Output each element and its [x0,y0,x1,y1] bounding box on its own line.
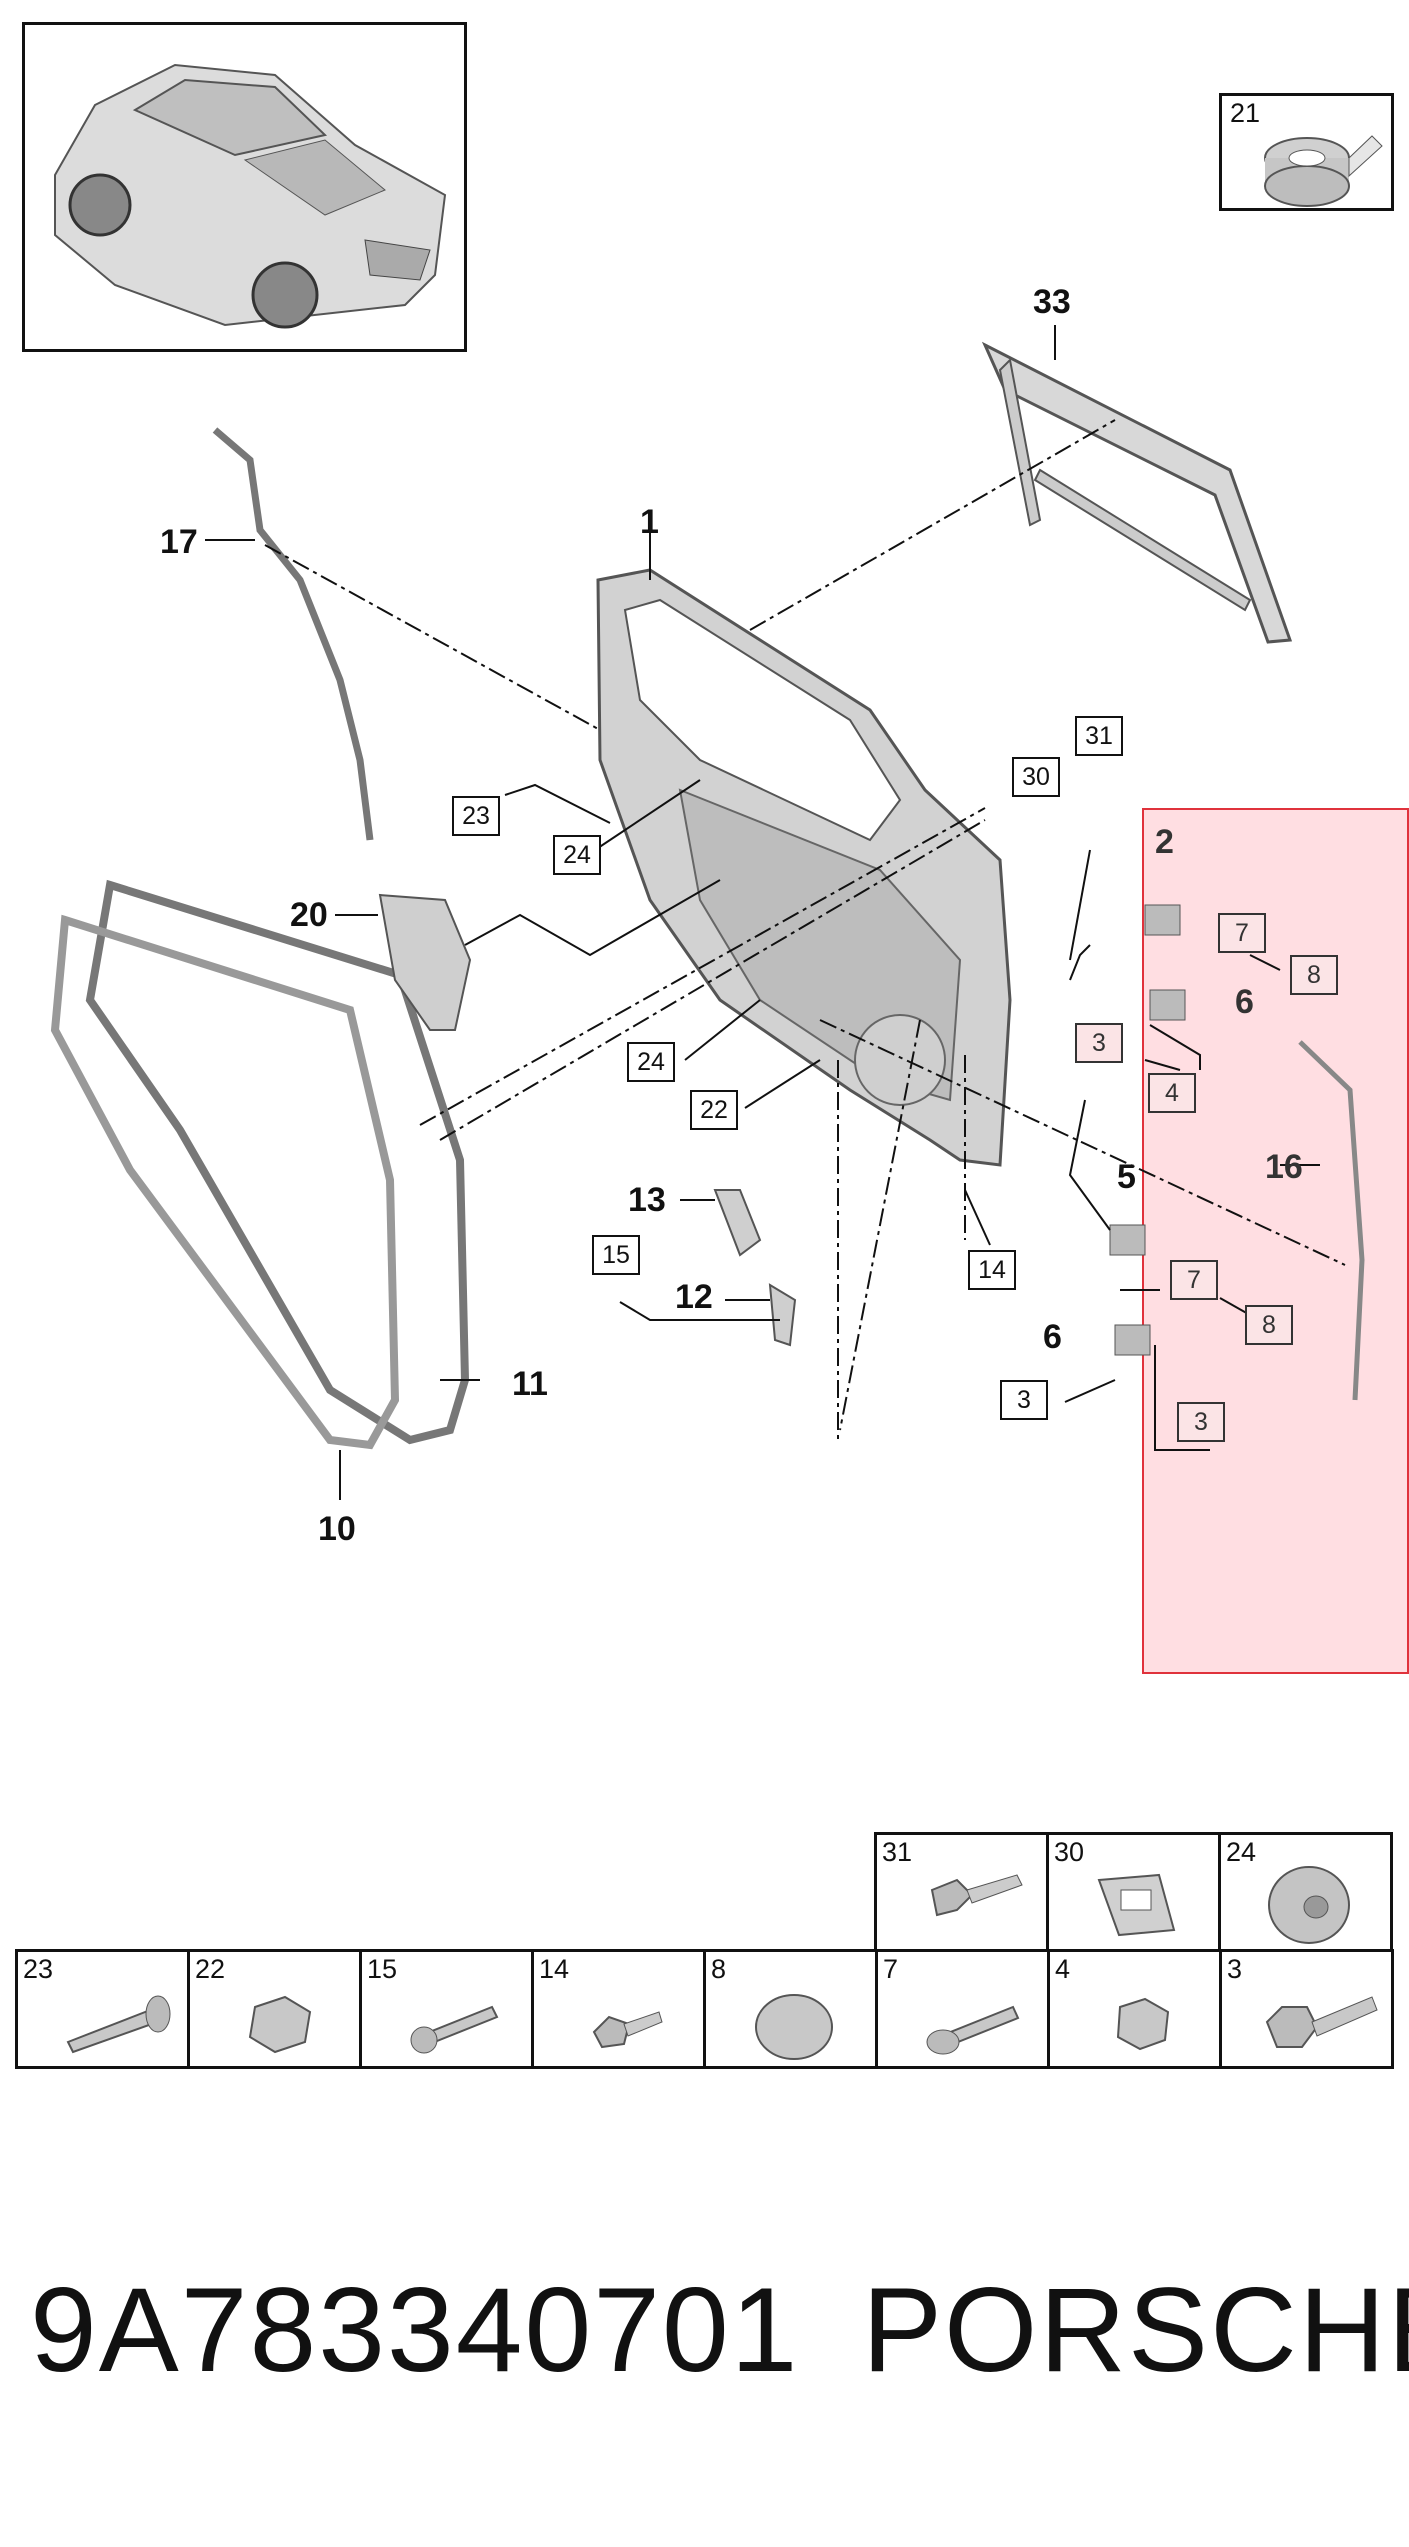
cell-label: 14 [539,1954,570,1984]
nut-icon [1116,1997,1170,2051]
boxed-14: 14 [968,1250,1016,1290]
boxed-3b: 3 [1000,1380,1048,1420]
callout-1: 1 [640,503,659,541]
parts-cell: 14 [531,1949,706,2069]
parts-cell: 8 [703,1949,878,2069]
boxed-30: 30 [1012,757,1060,797]
cell-label: 8 [711,1954,727,1984]
callout-12: 12 [675,1278,713,1316]
bolt-icon [410,2005,499,2054]
cell-label: 22 [195,1954,226,1984]
parts-cell: 31 [874,1832,1049,1952]
boxed-31: 31 [1075,716,1123,756]
part-number: 9A783340701 [30,2263,800,2397]
parts-cell: 4 [1047,1949,1222,2069]
car-illustration [54,63,447,329]
callout-10: 10 [318,1510,356,1548]
cell-label: 31 [882,1837,913,1867]
boxed-7a: 7 [1218,913,1266,953]
boxed-3c: 3 [1177,1402,1225,1442]
boxed-8b: 8 [1245,1305,1293,1345]
screw-icon [930,1874,1023,1917]
callout-6a: 6 [1235,983,1254,1021]
brand-name: PORSCHE [862,2263,1409,2397]
cell-label: 7 [883,1954,899,1984]
callout-20: 20 [290,896,328,934]
clip-icon [1097,1873,1176,1937]
cell-label: 15 [367,1954,398,1984]
flange-bolt-icon [1265,1996,1378,2048]
boxed-24a: 24 [553,835,601,875]
boxed-23: 23 [452,796,500,836]
nut-icon [248,1995,312,2054]
parts-cell: 7 [875,1949,1050,2069]
parts-cell: 22 [187,1949,362,2069]
plug-icon [1268,1866,1350,1944]
tape-roll-icon [1264,135,1383,207]
callout-16: 16 [1265,1148,1303,1186]
callout-33: 33 [1033,283,1071,321]
bolt-icon [926,2005,1020,2055]
parts-cell: 15 [359,1949,534,2069]
callout-17: 17 [160,523,198,561]
cap-icon [755,1994,833,2060]
cell-label: 4 [1055,1954,1071,1984]
callout-5: 5 [1117,1158,1136,1196]
boxed-15: 15 [592,1235,640,1275]
bolt-icon [66,1995,171,2054]
vehicle-thumbnail [22,22,467,352]
tape-inset: 21 [1219,93,1394,211]
boxed-24b: 24 [627,1042,675,1082]
cell-label: 24 [1226,1837,1257,1867]
exploded-view [50,325,1365,1500]
callout-2: 2 [1155,823,1174,861]
boxed-22: 22 [690,1090,738,1130]
boxed-8a: 8 [1290,955,1338,995]
highlight-zone [1142,808,1409,1674]
parts-cell: 3 [1219,1949,1394,2069]
parts-cell: 30 [1046,1832,1221,1952]
callout-6b: 6 [1043,1318,1062,1356]
parts-cell: 24 [1218,1832,1393,1952]
boxed-4: 4 [1148,1073,1196,1113]
cell-label: 3 [1227,1954,1243,1984]
boxed-3a: 3 [1075,1023,1123,1063]
screw-icon [592,2011,663,2049]
parts-cell: 23 [15,1949,190,2069]
cell-label: 30 [1054,1837,1085,1867]
callout-11: 11 [512,1365,548,1403]
cell-label: 23 [23,1954,54,1984]
inset-label: 21 [1230,98,1261,128]
boxed-7b: 7 [1170,1260,1218,1300]
callout-13: 13 [628,1181,666,1219]
